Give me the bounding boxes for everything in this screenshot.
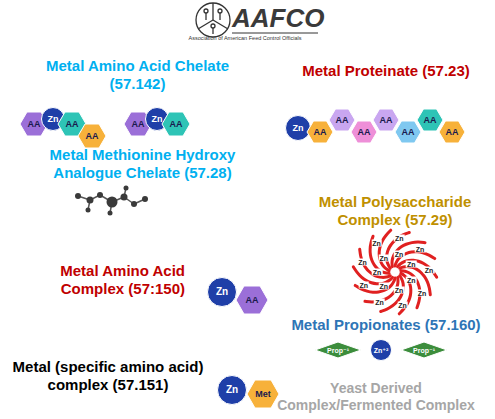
logo-wordmark: AAFCO [232, 3, 332, 34]
methionine-hydroxy-analogue-molecule [75, 186, 148, 216]
category-heading: Yeast Derived Complex/Fermented Complex [262, 380, 490, 414]
node-text: Zn [293, 124, 304, 133]
diamond-shape [401, 342, 447, 358]
category-heading: Metal Proteinate (57.23) [280, 62, 492, 80]
amino-acid-hexagon: AA [395, 121, 421, 143]
hex-shape [247, 380, 279, 408]
amino-acid-hexagon: AA [162, 112, 190, 136]
category-heading: Metal Methionine Hydroxy Analogue Chelat… [30, 146, 255, 182]
node-text: AA [314, 128, 327, 137]
zinc-label: Zn [415, 245, 426, 252]
amino-acid-hexagon: AA [329, 109, 355, 131]
category-heading: Metal Propionates (57.160) [280, 316, 492, 334]
polysaccharide-complex [353, 230, 436, 314]
hex-shape [329, 109, 355, 131]
amino-acid-hexagon: AA [78, 124, 106, 148]
metal-ion-circle: Zn [217, 375, 247, 405]
circle-shape [286, 116, 311, 141]
hex-shape [78, 124, 106, 148]
category-heading: Metal Amino Acid Chelate (57.142) [30, 57, 245, 93]
hex-shape [236, 286, 268, 314]
node-text: Prop⁻¹ [327, 347, 349, 354]
hex-shape [373, 109, 399, 131]
logo-subtitle: Association of American Feed Control Off… [175, 35, 315, 42]
node-text: AA [336, 116, 349, 125]
amino-acid-hexagon: AA [307, 121, 333, 143]
node-text: AA [28, 120, 41, 129]
node-text: AA [86, 132, 99, 141]
node-text: Prop⁻¹ [413, 347, 435, 354]
propionate-diamond: Prop⁻¹ [315, 342, 361, 358]
diamond-shape [315, 342, 361, 358]
zinc-label: Zn [394, 286, 405, 293]
metal-ion-circle: Zn [285, 115, 311, 141]
node-text: Zn [216, 287, 228, 297]
node-text: AA [380, 116, 393, 125]
node-text: Met [255, 390, 271, 399]
zinc-label: Zn [417, 289, 428, 296]
node-text: AA [66, 120, 79, 129]
node-text: Zn [226, 385, 238, 395]
zinc-label: Zn [378, 254, 389, 261]
zinc-label: Zn [357, 258, 368, 265]
node-text: AA [402, 128, 415, 137]
hex-shape [307, 121, 333, 143]
zinc-label: Zn [372, 269, 383, 276]
zinc-label: Zn [406, 261, 417, 268]
propionate-diamond: Prop⁻¹ [401, 342, 447, 358]
circle-shape [218, 376, 247, 405]
node-text: AA [358, 128, 371, 137]
methionine-hexagon: Met [247, 380, 279, 408]
category-heading: Metal Polysaccharide Complex (57.29) [300, 193, 490, 229]
amino-acid-hexagon: AA [417, 109, 443, 131]
hex-shape [439, 121, 465, 143]
node-text: Zn [152, 115, 163, 124]
hex-shape [162, 112, 190, 136]
node-text: AA [132, 120, 145, 129]
hex-shape [417, 109, 443, 131]
amino-acid-hexagon: AA [236, 286, 268, 314]
metal-ion-circle: Zn⁺² [370, 339, 392, 361]
zinc-label: Zn [397, 302, 408, 309]
metal-ion-circle: Zn [207, 277, 237, 307]
node-text: AA [170, 120, 183, 129]
node-text: Zn [48, 115, 59, 124]
zinc-label: Zn [358, 282, 369, 289]
zinc-label: Zn [378, 283, 389, 290]
amino-acid-hexagon: AA [439, 121, 465, 143]
zinc-label: Zn [394, 235, 405, 242]
zinc-label: Zn [371, 240, 382, 247]
zinc-label: Zn [406, 276, 417, 283]
hex-shape [351, 121, 377, 143]
category-heading: Metal (specific amino acid) complex (57.… [2, 358, 214, 394]
circle-shape [371, 340, 392, 361]
node-text: AA [246, 296, 259, 305]
node-text: AA [424, 116, 437, 125]
hex-shape [395, 121, 421, 143]
category-heading: Metal Amino Acid Complex (57:150) [0, 262, 185, 298]
zinc-label: Zn [394, 251, 405, 258]
amino-acid-hexagon: AA [373, 109, 399, 131]
node-text: Zn⁺² [374, 347, 389, 354]
zinc-label: Zn [424, 267, 435, 274]
zinc-label: Zn [374, 299, 385, 306]
node-text: AA [446, 128, 459, 137]
circle-shape [208, 278, 237, 307]
amino-acid-hexagon: AA [351, 121, 377, 143]
